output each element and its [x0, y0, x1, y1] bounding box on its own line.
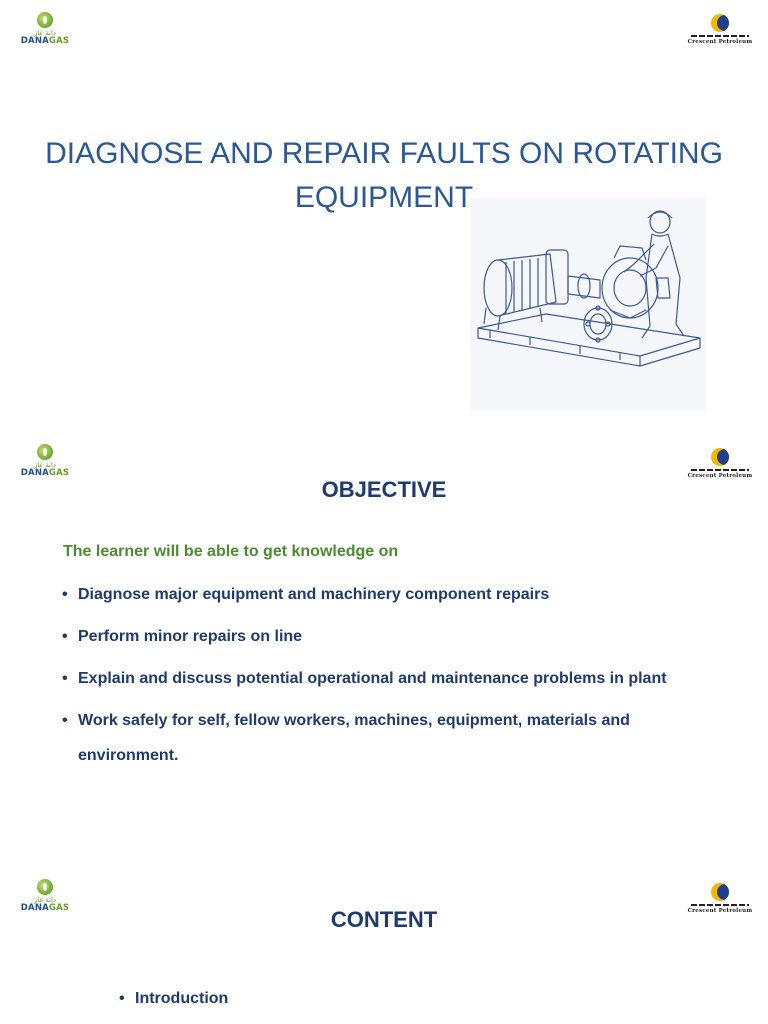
crescent-wordmark: Crescent Petroleum [687, 473, 753, 479]
page-title: DIAGNOSE AND REPAIR FAULTS ON ROTATING E… [45, 137, 723, 215]
danagas-wordmark: DANAGAS [20, 903, 70, 913]
crescent-arabic-line [691, 904, 749, 906]
crescent-mark-icon [711, 14, 729, 32]
danagas-drop-icon [37, 444, 53, 460]
danagas-logo: دانة غاز DANAGAS [19, 444, 71, 484]
objective-list: •Diagnose major equipment and machinery … [62, 577, 722, 780]
crescent-arabic-line [691, 35, 749, 37]
bullet-icon: • [62, 712, 68, 729]
crescent-wordmark: Crescent Petroleum [687, 908, 753, 914]
list-item: •Introduction [119, 981, 768, 1016]
slide-title: دانة غاز DANAGAS Crescent Petroleum DIAG… [0, 0, 768, 420]
crescent-wordmark: Crescent Petroleum [687, 39, 753, 45]
danagas-wordmark: DANAGAS [20, 36, 70, 46]
bullet-icon: • [62, 586, 68, 603]
slide-content: دانة غاز DANAGAS Crescent Petroleum CONT… [0, 865, 768, 1024]
bullet-icon: • [119, 990, 125, 1007]
list-item: •Explain and discuss potential operation… [62, 661, 722, 696]
crescent-mark-icon [711, 883, 729, 901]
bullet-icon: • [62, 670, 68, 687]
list-item: •Diagnose major equipment and machinery … [62, 577, 722, 612]
danagas-arabic-text: دانة غاز [33, 896, 57, 904]
crescent-petroleum-logo: Crescent Petroleum [687, 14, 753, 50]
list-item: •Perform minor repairs on line [62, 619, 722, 654]
section-heading: CONTENT [330, 907, 438, 932]
pump-maintenance-illustration [470, 198, 706, 410]
crescent-petroleum-logo: Crescent Petroleum [687, 448, 753, 484]
crescent-arabic-line [691, 469, 749, 471]
bullet-icon: • [62, 628, 68, 645]
section-heading: OBJECTIVE [321, 477, 447, 502]
list-item: •Work safely for self, fellow workers, m… [62, 703, 722, 773]
danagas-arabic-text: دانة غاز [33, 461, 57, 469]
danagas-wordmark: DANAGAS [20, 468, 70, 478]
crescent-mark-icon [711, 448, 729, 466]
danagas-drop-icon [37, 12, 53, 28]
danagas-logo: دانة غاز DANAGAS [19, 879, 71, 919]
danagas-arabic-text: دانة غاز [33, 29, 57, 37]
danagas-drop-icon [37, 879, 53, 895]
crescent-petroleum-logo: Crescent Petroleum [687, 883, 753, 919]
content-list: •Introduction [119, 981, 768, 1023]
objective-intro: The learner will be able to get knowledg… [63, 543, 399, 560]
slide-objective: دانة غاز DANAGAS Crescent Petroleum OBJE… [0, 420, 768, 865]
danagas-logo: دانة غاز DANAGAS [19, 12, 71, 52]
